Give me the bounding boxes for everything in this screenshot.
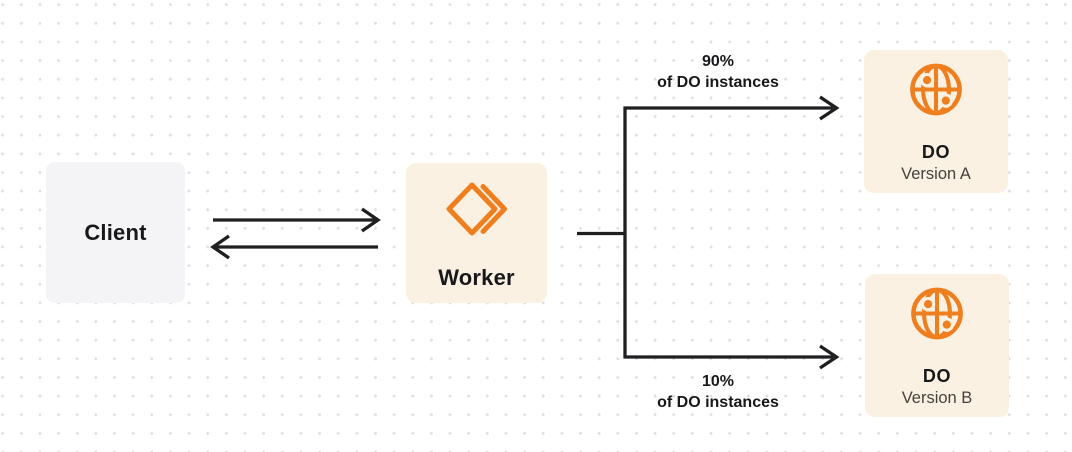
worker-node: Worker bbox=[406, 163, 547, 303]
durable-objects-globe-icon bbox=[910, 63, 962, 116]
do-a-subtitle: Version A bbox=[901, 165, 971, 183]
branch-top-percent: 90% bbox=[701, 53, 735, 70]
do-b-title: DO bbox=[922, 366, 952, 386]
client-node: Client bbox=[46, 162, 185, 303]
branch-bottom-percent: 10% bbox=[701, 373, 735, 390]
branch-label-top: 90% of DO instances bbox=[598, 52, 838, 93]
do-b-subtitle: Version B bbox=[901, 389, 973, 407]
client-label: Client bbox=[84, 219, 147, 245]
branch-bottom-caption: of DO instances bbox=[657, 393, 779, 411]
branch-arrowhead-bottom bbox=[819, 344, 840, 370]
worker-do-branch-connector bbox=[577, 106, 833, 359]
branch-top-caption: of DO instances bbox=[657, 73, 779, 91]
branch-arrowhead-top bbox=[819, 95, 840, 121]
do-a-title: DO bbox=[921, 142, 951, 162]
durable-objects-globe-icon bbox=[911, 287, 963, 340]
do-version-a-node: DO Version A bbox=[864, 50, 1008, 193]
do-version-b-node: DO Version B bbox=[865, 274, 1009, 417]
worker-client-response-arrow bbox=[210, 234, 378, 260]
cloudflare-workers-icon bbox=[446, 182, 507, 236]
worker-label: Worker bbox=[438, 265, 515, 290]
client-worker-request-arrow bbox=[213, 207, 381, 233]
branch-label-bottom: 10% of DO instances bbox=[598, 372, 838, 413]
